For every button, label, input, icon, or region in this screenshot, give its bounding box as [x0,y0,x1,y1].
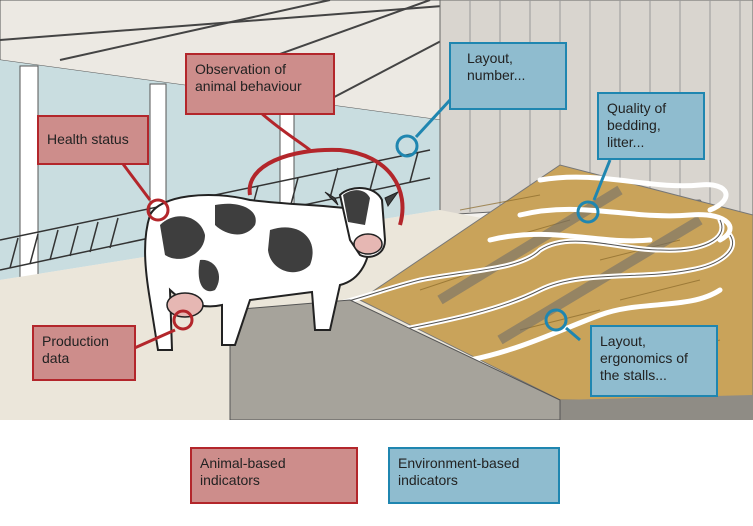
label-quality-of-bedding: Quality of bedding, litter... [597,92,705,160]
label-layout-ergonomics-stalls: Layout, ergonomics of the stalls... [590,325,718,397]
legend-environment-based-indicators: Environment-based indicators [388,447,560,504]
label-production-data: Production data [32,325,136,381]
label-health-status: Health status [37,115,149,165]
legend-animal-based-indicators: Animal-based indicators [190,447,358,504]
label-observation-animal-behaviour: Observation of animal behaviour [185,53,335,115]
label-layout-number: Layout, number... [449,42,567,110]
barn-illustration [0,0,753,420]
cow-illustration [144,187,400,351]
